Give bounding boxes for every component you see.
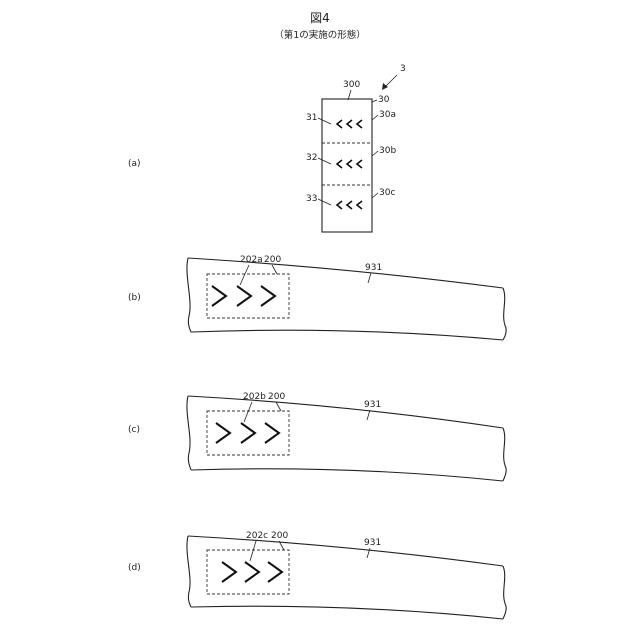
panel-c-label: (c): [128, 425, 140, 435]
ref-area: 200: [264, 255, 281, 265]
panel-d-label: (d): [128, 563, 141, 573]
panel-b-label: (b): [128, 293, 141, 303]
ref-display-leader: [372, 100, 377, 102]
road-top-edge: [188, 258, 503, 288]
ref-area: 200: [271, 531, 288, 541]
ref-indicator-1: 31: [306, 113, 317, 123]
road-bottom-edge: [191, 606, 503, 619]
ref-road-leader: [368, 273, 371, 283]
ref-indicator-2-leader: [318, 158, 331, 164]
figure-title: 図4: [310, 11, 330, 25]
ref-display: 30: [378, 95, 390, 105]
road-right-break: [503, 428, 506, 481]
panel-d: (d) 202c 200 931: [128, 531, 506, 619]
ref-road: 931: [364, 538, 381, 548]
ref-display-body: 300: [343, 80, 360, 90]
ref-area-leader: [276, 402, 281, 411]
indicator-1-chevrons: [337, 120, 362, 128]
figure-subtitle: （第1の実施の形態）: [274, 29, 366, 41]
ref-image-leader: [250, 541, 256, 561]
road-left-break: [187, 396, 191, 470]
ref-device-arrowhead: [382, 83, 388, 90]
indicator-3-chevrons: [337, 201, 362, 209]
ref-region-b-leader: [372, 151, 378, 156]
road-right-break: [503, 566, 506, 619]
ref-area: 200: [268, 392, 285, 402]
ref-image: 202a: [240, 255, 263, 265]
ref-indicator-1-leader: [318, 118, 331, 124]
ref-image: 202c: [246, 531, 268, 541]
ref-indicator-3: 33: [306, 194, 317, 204]
display-area: [207, 411, 289, 455]
panel-c: (c) 202b 200 931: [128, 392, 506, 481]
panel-a: (a) 3 300 30 30a 30b 30c 31 32 33: [128, 64, 406, 232]
panel-b: (b) 202a 200 931: [128, 255, 506, 340]
display-outline: [322, 99, 372, 232]
indicator-2-chevrons: [337, 160, 362, 168]
road-left-break: [187, 536, 191, 607]
road-top-edge: [188, 396, 503, 428]
forward-chevrons: [212, 286, 275, 306]
road-bottom-edge: [191, 330, 503, 340]
ref-road: 931: [365, 263, 382, 273]
ref-region-a-leader: [372, 115, 378, 120]
ref-image-leader: [244, 402, 252, 422]
ref-device: 3: [400, 64, 406, 74]
road-top-edge: [188, 536, 503, 566]
ref-road-leader: [367, 410, 370, 420]
ref-region-c-leader: [372, 193, 378, 198]
ref-region-b: 30b: [379, 146, 396, 156]
display-area: [207, 550, 289, 594]
ref-area-leader: [272, 265, 277, 274]
ref-road: 931: [364, 400, 381, 410]
ref-region-a: 30a: [379, 110, 396, 120]
forward-chevrons: [222, 562, 282, 582]
ref-indicator-2: 32: [306, 153, 317, 163]
ref-indicator-3-leader: [318, 199, 331, 205]
ref-image: 202b: [243, 392, 266, 402]
ref-region-c: 30c: [379, 188, 395, 198]
road-left-break: [187, 258, 191, 332]
road-bottom-edge: [191, 469, 503, 481]
ref-image-leader: [240, 265, 249, 285]
forward-chevrons: [216, 423, 279, 443]
panel-a-label: (a): [128, 159, 141, 169]
road-right-break: [503, 288, 506, 340]
